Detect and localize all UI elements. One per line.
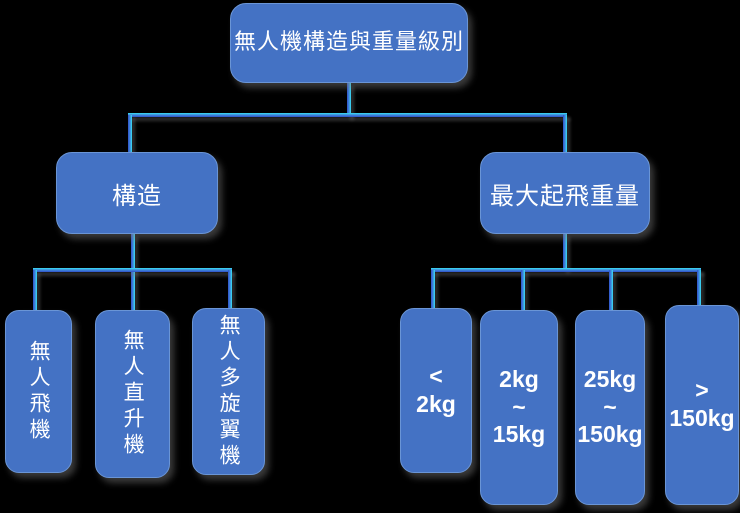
leaf-weight-over-150kg: > 150kg — [665, 305, 739, 505]
connector-structure-stem — [131, 234, 135, 310]
structure-label: 構造 — [112, 181, 162, 210]
unmanned-airplane-label: 無人飛機 — [27, 339, 52, 444]
node-max-takeoff-weight: 最大起飛重量 — [480, 152, 650, 234]
weight-under-2kg-label: < 2kg — [416, 362, 456, 417]
weight-over-150kg-label: > 150kg — [669, 377, 735, 431]
node-root: 無人機構造與重量級別 — [230, 3, 468, 83]
connector-weight-stem — [563, 234, 567, 270]
connector-weight-drop-4 — [697, 270, 701, 305]
leaf-unmanned-multirotor: 無人多旋翼機 — [192, 308, 265, 475]
unmanned-multirotor-label: 無人多旋翼機 — [217, 313, 242, 470]
connector-structure-rail — [33, 268, 232, 272]
leaf-weight-under-2kg: < 2kg — [400, 308, 472, 473]
connector-root-stem — [347, 83, 351, 117]
connector-weight-rail — [431, 268, 701, 272]
node-structure: 構造 — [56, 152, 218, 234]
leaf-unmanned-helicopter: 無人直升機 — [95, 310, 170, 478]
connector-weight-drop-2 — [521, 270, 525, 310]
weight-25-to-150kg-label: 25kg ~ 150kg — [577, 366, 643, 448]
connector-weight-drop-1 — [431, 270, 435, 308]
connector-weight-drop-3 — [609, 270, 613, 310]
leaf-weight-25-to-150kg: 25kg ~ 150kg — [575, 310, 645, 505]
weight-2-to-15kg-label: 2kg ~ 15kg — [492, 366, 546, 448]
unmanned-helicopter-label: 無人直升機 — [121, 329, 146, 459]
root-label: 無人機構造與重量級別 — [233, 29, 464, 55]
connector-main-horizontal — [128, 113, 567, 117]
connector-structure-drop-3 — [228, 270, 232, 308]
max-takeoff-weight-label: 最大起飛重量 — [490, 181, 640, 210]
connector-left-branch-drop — [128, 115, 132, 153]
leaf-unmanned-airplane: 無人飛機 — [5, 310, 72, 473]
connector-structure-drop-1 — [33, 270, 37, 310]
leaf-weight-2-to-15kg: 2kg ~ 15kg — [480, 310, 558, 505]
connector-right-branch-drop — [563, 115, 567, 153]
